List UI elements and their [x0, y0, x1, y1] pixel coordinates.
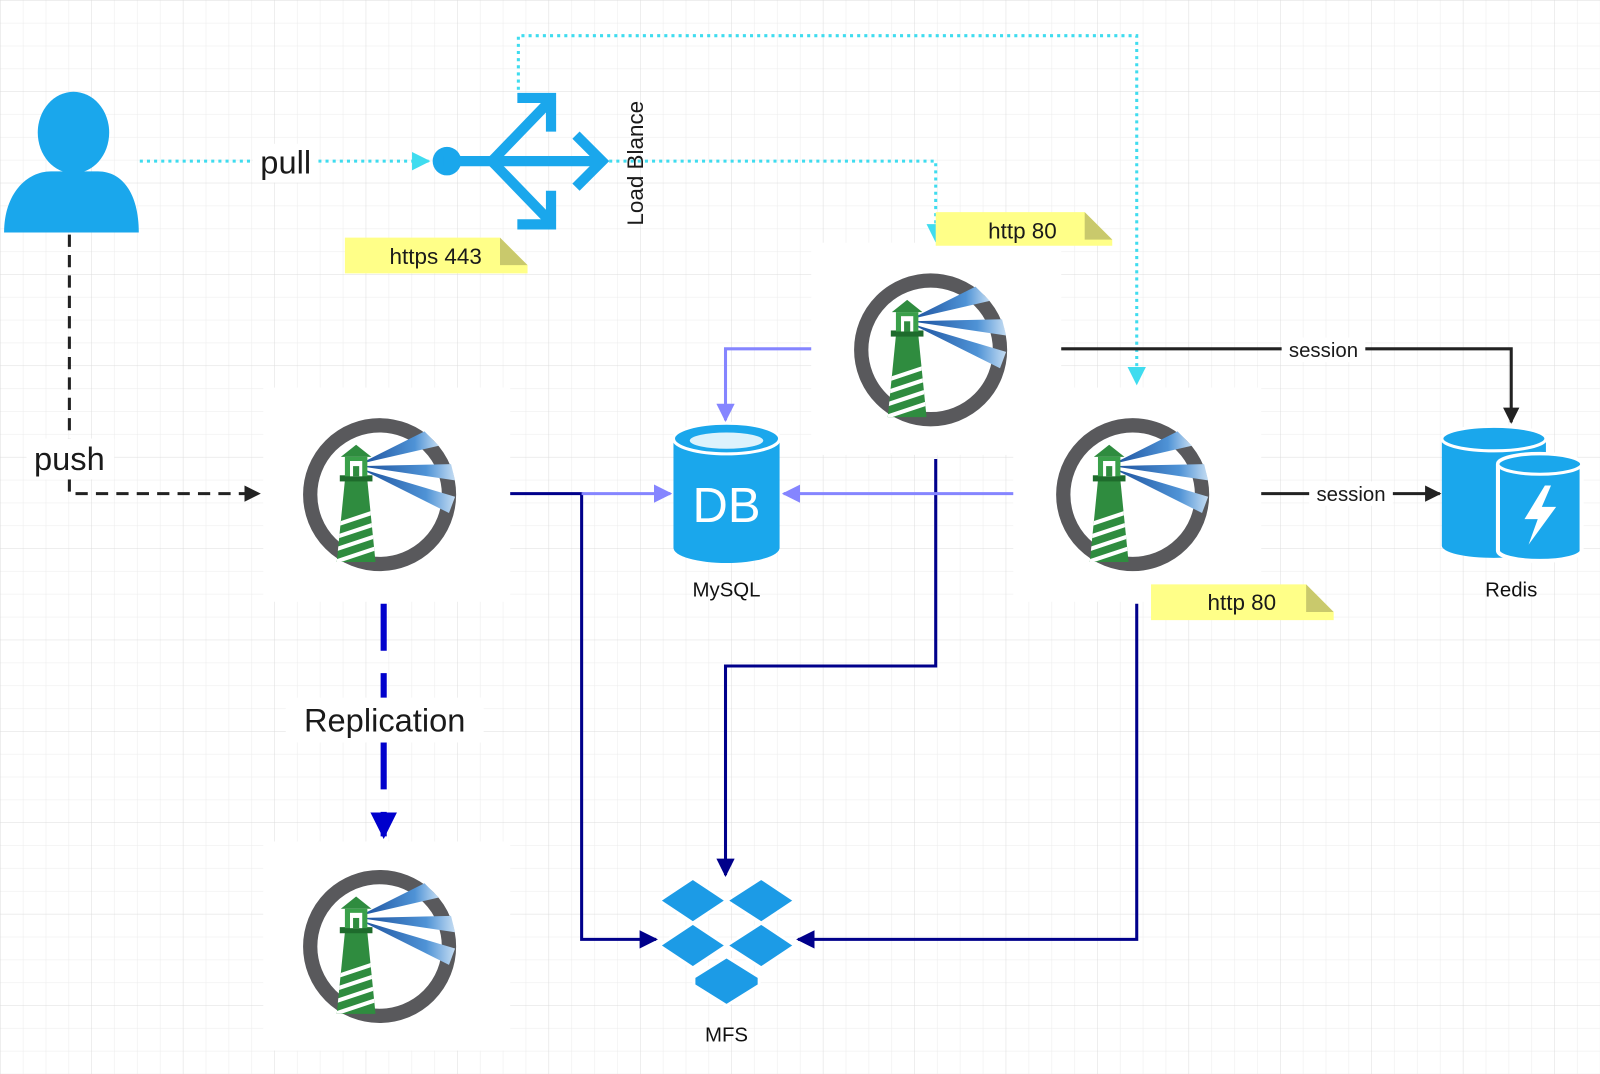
- load-balancer-icon: [432, 92, 610, 230]
- note-http-right-text: http 80: [1208, 590, 1277, 615]
- session-right-label-bg: [1309, 481, 1393, 506]
- database-icon: [671, 421, 782, 564]
- push-label: push: [34, 440, 105, 477]
- redis-icon: [1440, 424, 1584, 563]
- dropbox-icon: [657, 876, 797, 1008]
- push-label-bg: [26, 438, 115, 480]
- session-right-label: session: [1316, 484, 1385, 506]
- harbor-top-to-mysql-edge: [716, 347, 812, 423]
- harbor-left-to-mfs-edge: [510, 492, 658, 949]
- note-http-top-text: http 80: [988, 219, 1057, 244]
- note-http-top: http 80: [935, 212, 1113, 246]
- note-https-text: https 443: [390, 244, 482, 269]
- replication-label: Replication: [304, 701, 465, 738]
- harbor-top-to-redis-edge: [1061, 347, 1520, 424]
- load-balancer-label: Load Blance: [623, 101, 648, 226]
- harbor-top-to-mfs-edge: [716, 458, 938, 877]
- redis-label: Redis: [1485, 580, 1537, 602]
- note-https: https 443: [344, 237, 528, 274]
- harbor-right-to-mfs-edge: [796, 603, 1139, 949]
- push-edge: [67, 234, 261, 502]
- note-http-right: http 80: [1151, 584, 1334, 621]
- mfs-label: MFS: [705, 1024, 748, 1046]
- pull-label: pull: [260, 143, 311, 180]
- database-badge: DB: [693, 479, 761, 533]
- mysql-label: MySQL: [693, 580, 761, 602]
- session-top-label-bg: [1281, 337, 1366, 363]
- session-top-label: session: [1289, 340, 1358, 362]
- user-icon: [4, 91, 139, 233]
- pull-label-bg: [253, 143, 319, 183]
- replication-label-bg: [285, 697, 484, 743]
